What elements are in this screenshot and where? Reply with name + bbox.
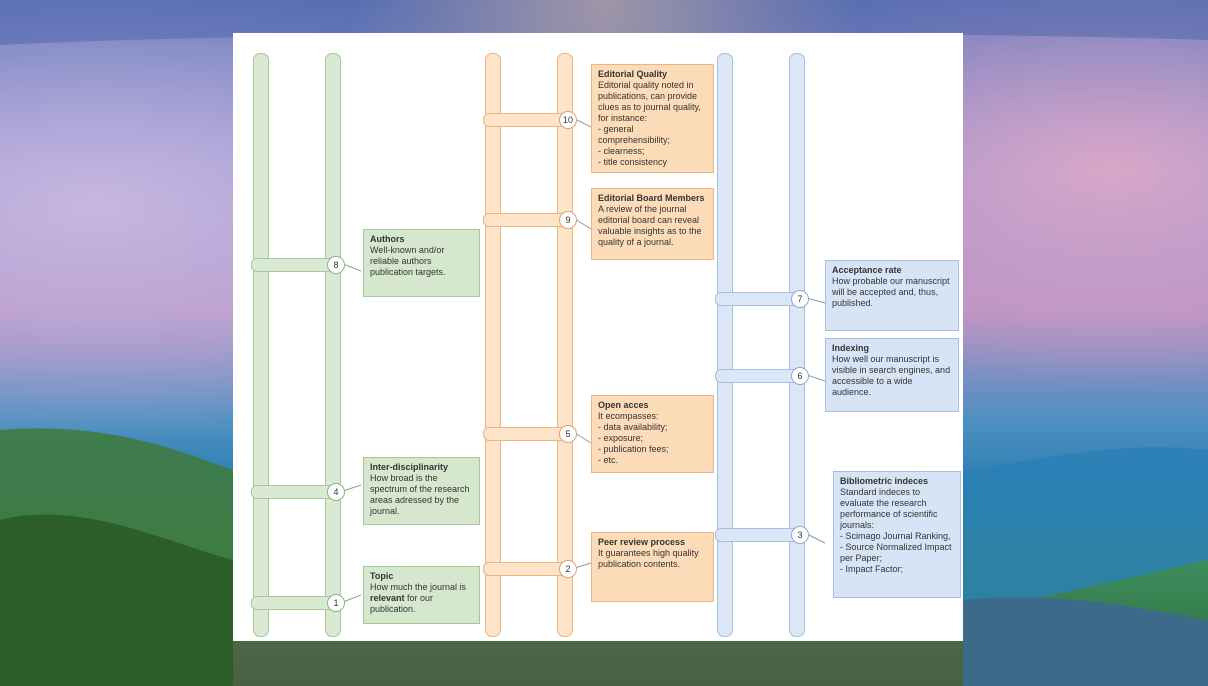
criterion-card-topic: Topic How much the journal is relevant f… xyxy=(363,566,480,624)
ladder-rail-orange-left xyxy=(485,53,501,637)
criterion-description: How well our manuscript is visible in se… xyxy=(832,354,951,397)
ladder-rail-orange-right xyxy=(557,53,573,637)
step-number-7: 7 xyxy=(791,290,809,308)
criterion-card-editorial-quality: Editorial Quality Editorial quality note… xyxy=(591,64,714,173)
step-number-10: 10 xyxy=(559,111,577,129)
criterion-title: Open acces xyxy=(598,400,649,410)
criterion-title: Peer review process xyxy=(598,537,686,547)
step-number-6: 6 xyxy=(791,367,809,385)
criterion-description: Editorial quality noted in publications,… xyxy=(598,80,701,167)
criterion-card-editorial-board-members: Editorial Board Members A review of the … xyxy=(591,188,714,260)
step-number-3: 3 xyxy=(791,526,809,544)
criterion-description: How much the journal is relevant for our… xyxy=(370,582,467,614)
criterion-card-authors: Authors Well-known and/or reliable autho… xyxy=(363,229,480,297)
criterion-card-bibliometric-indeces: Bibliometric indeces Standard indeces to… xyxy=(833,471,961,598)
criterion-card-inter-disciplinarity: Inter-disciplinarity How broad is the sp… xyxy=(363,457,480,525)
criterion-card-open-acces: Open acces It ecompasses: - data availab… xyxy=(591,395,714,473)
criterion-card-indexing: Indexing How well our manuscript is visi… xyxy=(825,338,959,412)
step-number-8: 8 xyxy=(327,256,345,274)
step-number-9: 9 xyxy=(559,211,577,229)
criterion-title: Authors xyxy=(370,234,405,244)
criterion-title: Editorial Board Members xyxy=(598,193,705,203)
criterion-description: It guarantees high quality publication c… xyxy=(598,548,699,569)
criterion-title: Indexing xyxy=(832,343,870,353)
criterion-title: Inter-disciplinarity xyxy=(370,462,449,472)
ladder-rail-blue-right xyxy=(789,53,805,637)
step-number-1: 1 xyxy=(327,594,345,612)
criterion-description: Standard indeces to evaluate the researc… xyxy=(840,487,952,574)
criterion-description: How broad is the spectrum of the researc… xyxy=(370,473,470,516)
criterion-description: It ecompasses: - data availability; - ex… xyxy=(598,411,669,465)
step-number-4: 4 xyxy=(327,483,345,501)
criterion-description: How probable our manuscript will be acce… xyxy=(832,276,950,308)
step-number-5: 5 xyxy=(559,425,577,443)
criterion-title: Acceptance rate xyxy=(832,265,902,275)
criterion-title: Editorial Quality xyxy=(598,69,668,79)
criterion-card-peer-review-process: Peer review process It guarantees high q… xyxy=(591,532,714,602)
ladder-diagram: 8 4 1 10 9 5 2 7 6 3 Authors Well-known … xyxy=(233,33,963,641)
step-number-2: 2 xyxy=(559,560,577,578)
criterion-card-acceptance-rate: Acceptance rate How probable our manuscr… xyxy=(825,260,959,331)
criterion-title: Topic xyxy=(370,571,394,581)
criterion-description: Well-known and/or reliable authors publi… xyxy=(370,245,446,277)
criterion-title: Bibliometric indeces xyxy=(840,476,929,486)
callout-connectors xyxy=(342,118,826,603)
ladder-rail-blue-left xyxy=(717,53,733,637)
criterion-description: A review of the journal editorial board … xyxy=(598,204,702,247)
